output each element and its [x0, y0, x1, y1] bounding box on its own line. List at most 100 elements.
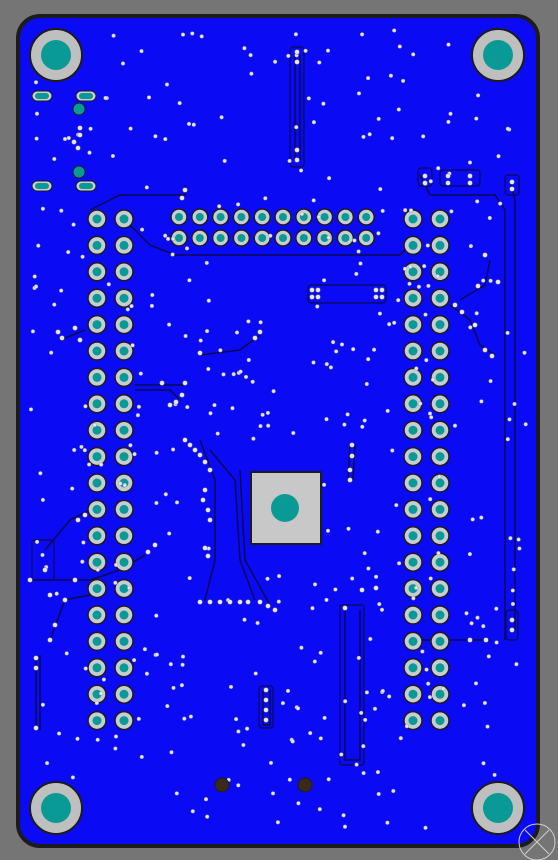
through-hole-pad-icon	[274, 208, 292, 226]
via-icon	[187, 278, 192, 283]
through-hole-pad-icon	[114, 631, 134, 652]
via-icon	[185, 405, 190, 410]
through-hole-pad-icon	[114, 288, 134, 308]
through-hole-pad-icon	[87, 446, 107, 467]
via-icon	[199, 34, 204, 39]
via-icon	[396, 298, 401, 303]
via-icon	[272, 607, 278, 613]
via-icon	[106, 282, 111, 287]
via-icon	[86, 462, 92, 467]
via-icon	[82, 448, 87, 453]
via-icon	[42, 567, 48, 573]
through-hole-pad-icon	[430, 552, 450, 572]
through-hole-pad-icon	[114, 552, 134, 572]
through-hole-pad-icon	[87, 658, 107, 678]
via-icon	[467, 173, 473, 179]
via-icon	[257, 329, 263, 335]
via-icon	[248, 52, 253, 58]
through-hole-pad-icon	[430, 631, 450, 652]
via-icon	[315, 287, 321, 293]
via-icon	[489, 353, 495, 359]
via-icon	[498, 201, 503, 206]
through-hole-pad-icon	[87, 710, 107, 731]
via-icon	[206, 298, 211, 303]
through-hole-pad-icon	[403, 420, 423, 440]
via-icon	[331, 340, 336, 345]
via-icon	[377, 311, 382, 316]
via-icon	[414, 366, 419, 371]
through-hole-pad-icon	[87, 288, 107, 308]
via-icon	[481, 624, 486, 629]
via-icon	[294, 157, 300, 163]
via-icon	[72, 577, 78, 583]
through-hole-pad-icon	[211, 229, 230, 247]
via-icon	[258, 424, 263, 429]
via-icon	[49, 350, 54, 355]
via-icon	[38, 471, 43, 476]
via-icon	[208, 411, 213, 416]
via-icon	[99, 462, 104, 467]
via-icon	[467, 637, 473, 643]
via-icon	[138, 371, 143, 376]
via-icon	[387, 322, 392, 327]
via-icon	[310, 606, 315, 611]
through-hole-pad-icon	[430, 235, 450, 256]
via-icon	[368, 636, 373, 642]
via-icon	[496, 154, 501, 159]
via-icon	[64, 651, 69, 656]
via-icon	[416, 284, 421, 289]
via-icon	[322, 715, 327, 720]
via-icon	[245, 726, 250, 731]
via-icon	[342, 605, 348, 611]
via-icon	[222, 158, 227, 163]
fiducial-pad-left	[214, 777, 230, 793]
via-icon	[424, 667, 429, 672]
through-hole-pad-icon	[114, 235, 134, 256]
via-icon	[373, 294, 379, 300]
via-icon	[488, 278, 493, 283]
via-icon	[40, 552, 45, 558]
via-icon	[418, 401, 423, 406]
via-icon	[366, 357, 371, 362]
via-icon	[253, 671, 258, 676]
via-icon	[467, 551, 472, 557]
via-icon	[446, 119, 451, 124]
via-icon	[243, 374, 249, 379]
via-icon	[293, 32, 298, 37]
through-hole-pad-icon	[403, 394, 423, 414]
via-icon	[98, 691, 104, 696]
through-hole-pad-icon	[211, 208, 230, 226]
via-icon	[341, 813, 346, 818]
via-icon	[77, 125, 83, 131]
via-icon	[166, 236, 171, 241]
via-icon	[59, 335, 65, 341]
via-icon	[205, 553, 211, 559]
through-hole-pad-icon	[114, 420, 134, 440]
via-icon	[52, 302, 57, 307]
small-drill-pad	[72, 165, 86, 179]
via-icon	[422, 173, 428, 179]
via-icon	[28, 407, 34, 412]
via-icon	[362, 551, 367, 556]
via-icon	[321, 101, 326, 106]
via-icon	[250, 379, 255, 384]
via-icon	[128, 126, 133, 131]
via-icon	[83, 666, 88, 671]
via-icon	[265, 576, 270, 581]
via-icon	[205, 814, 210, 819]
via-icon	[80, 254, 85, 259]
via-icon	[396, 107, 401, 112]
via-icon	[192, 447, 198, 453]
via-icon	[277, 573, 282, 579]
via-icon	[263, 707, 269, 713]
via-icon	[322, 482, 327, 487]
via-icon	[488, 379, 493, 384]
via-icon	[206, 366, 211, 372]
via-icon	[351, 347, 356, 352]
via-icon	[479, 515, 484, 520]
via-icon	[505, 437, 510, 442]
via-icon	[182, 380, 188, 386]
via-icon	[464, 611, 469, 616]
via-icon	[276, 599, 281, 604]
